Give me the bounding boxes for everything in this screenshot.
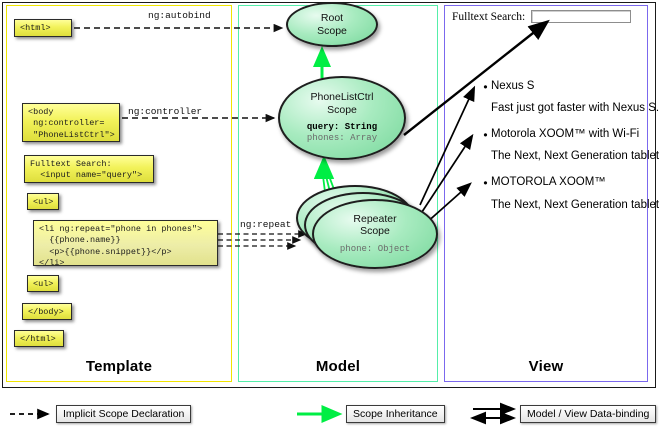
arrow-label-repeat: ng:repeat — [240, 219, 292, 230]
scope-phonelistctrl-props: query: String phones: Array — [307, 122, 377, 145]
code-box-html-close: </html> — [14, 330, 64, 347]
panel-label-template: Template — [85, 358, 153, 375]
legend-label-inheritance: Scope Inheritance — [346, 405, 445, 423]
legend: Implicit Scope Declaration Scope Inherit… — [0, 392, 660, 435]
phone-snippet: Fast just got faster with Nexus S. — [491, 102, 660, 114]
list-item: • Nexus S — [480, 80, 534, 93]
view-content: Fulltext Search: — [452, 10, 642, 250]
panel-label-model: Model — [315, 358, 361, 375]
code-box-body-open: <body ng:controller= "PhoneListCtrl"> — [22, 103, 120, 142]
code-box-ul-close: <ul> — [27, 275, 59, 292]
panel-label-view: View — [528, 358, 564, 375]
view-search-row: Fulltext Search: — [452, 10, 642, 23]
phone-name-row: • Nexus S — [480, 80, 534, 93]
code-box-li-repeat: <li ng:repeat="phone in phones"> {{phone… — [33, 220, 218, 268]
phone-snippet: The Next, Next Generation tablet. — [491, 150, 660, 162]
panel-template: Template — [6, 5, 232, 382]
list-item: • Motorola XOOM™ with Wi-Fi — [480, 128, 639, 141]
bullet-icon: • — [483, 128, 488, 142]
phone-name: Nexus S — [491, 80, 535, 92]
legend-label-implicit: Implicit Scope Declaration — [56, 405, 192, 423]
connector-databinding-phone-1 — [419, 85, 476, 206]
panel-view: View — [444, 5, 648, 382]
arrow-label-autobind: ng:autobind — [148, 10, 211, 21]
search-label: Fulltext Search: — [452, 10, 526, 23]
phone-name: Motorola XOOM™ with Wi-Fi — [491, 128, 640, 140]
scope-prop-phone: phone: Object — [339, 243, 411, 254]
connector-databinding-query — [403, 19, 550, 136]
legend-label-databinding: Model / View Data-binding — [520, 405, 657, 423]
phone-snippet: The Next, Next Generation tablet. — [491, 199, 660, 211]
code-box-body-close: </body> — [22, 303, 72, 320]
code-box-html-open: <html> — [14, 19, 72, 37]
bullet-icon: • — [483, 80, 488, 94]
phone-name-row: • Motorola XOOM™ with Wi-Fi — [480, 128, 639, 141]
arrow-label-controller: ng:controller — [128, 106, 203, 117]
phone-name: MOTOROLA XOOM™ — [491, 176, 606, 188]
code-box-ul-open: <ul> — [27, 193, 59, 210]
connector-ng-repeat — [218, 230, 308, 250]
list-item: • MOTOROLA XOOM™ — [480, 176, 606, 190]
bullet-icon: • — [483, 176, 488, 190]
phone-name-row: • MOTOROLA XOOM™ — [480, 176, 606, 190]
scope-prop-query: query: String — [306, 122, 378, 133]
search-input[interactable] — [531, 10, 632, 23]
scope-repeater-props: phone: Object — [340, 244, 410, 255]
code-box-search: Fulltext Search: <input name="query"> — [24, 155, 154, 183]
connector-databinding-phone-2 — [417, 133, 474, 219]
scope-prop-phones: phones: Array — [306, 133, 378, 144]
legend-arrows — [10, 402, 516, 425]
